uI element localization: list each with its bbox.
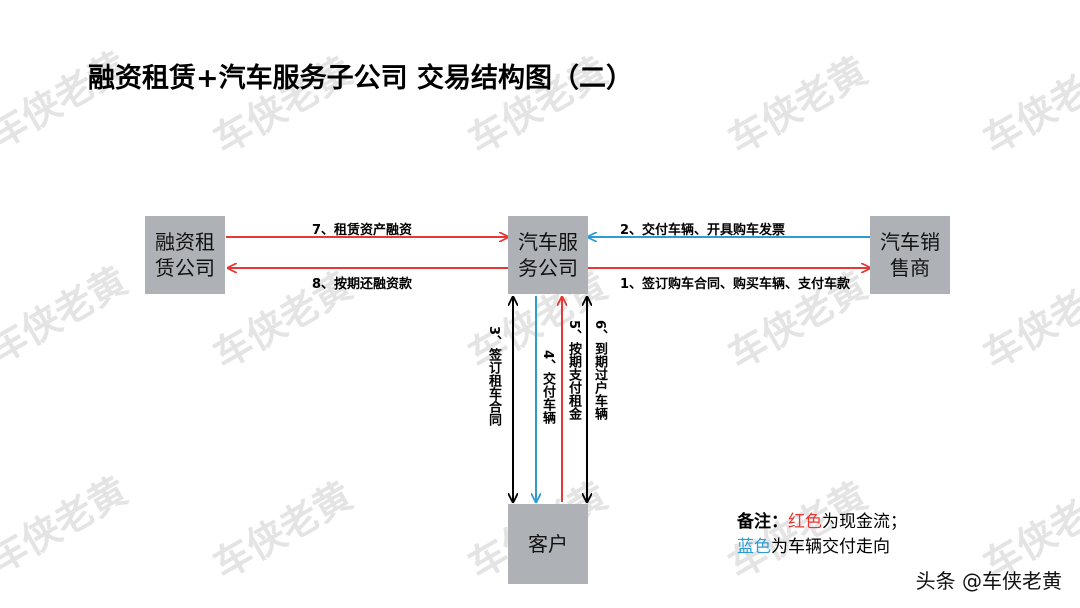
legend-red-word: 红色 bbox=[788, 512, 822, 532]
page-title: 融资租赁+汽车服务子公司 交易结构图（二） bbox=[88, 63, 634, 94]
node-label: 汽车销售商 bbox=[880, 230, 940, 280]
node-label: 融资租赁公司 bbox=[155, 230, 215, 280]
edge-label-e2: 2、交付车辆、开具购车发票 bbox=[620, 223, 786, 238]
node-customer: 客户 bbox=[508, 504, 588, 584]
legend-note: 备注：红色为现金流； 蓝色为车辆交付走向 bbox=[737, 510, 907, 560]
legend-blue-word: 蓝色 bbox=[737, 537, 771, 557]
node-service-company: 汽车服务公司 bbox=[508, 216, 588, 294]
node-leasing-company: 融资租赁公司 bbox=[145, 216, 225, 294]
legend-blue-rest: 为车辆交付走向 bbox=[771, 537, 890, 557]
legend-red-rest: 为现金流； bbox=[822, 512, 907, 532]
legend-blue-line: 蓝色为车辆交付走向 bbox=[737, 535, 907, 560]
edge-label-e7: 7、租赁资产融资 bbox=[312, 223, 413, 238]
node-label: 汽车服务公司 bbox=[518, 230, 578, 280]
legend-red-line: 备注：红色为现金流； bbox=[737, 510, 907, 535]
edge-label-e8: 8、按期还融资款 bbox=[312, 277, 413, 292]
edge-label-e6: 6、到期过户车辆 bbox=[592, 320, 607, 421]
edge-label-e5: 5、按期支付租金 bbox=[566, 320, 581, 421]
edge-label-e3: 3、签订租车合同 bbox=[486, 326, 501, 427]
edge-label-e4: 4、交付车辆 bbox=[540, 350, 555, 425]
node-car-dealer: 汽车销售商 bbox=[870, 216, 950, 294]
node-label: 客户 bbox=[528, 532, 568, 556]
edge-label-e1: 1、签订购车合同、购买车辆、支付车款 bbox=[620, 277, 851, 292]
legend-prefix: 备注： bbox=[737, 512, 788, 532]
footer-credit: 头条 @车侠老黄 bbox=[915, 569, 1062, 593]
